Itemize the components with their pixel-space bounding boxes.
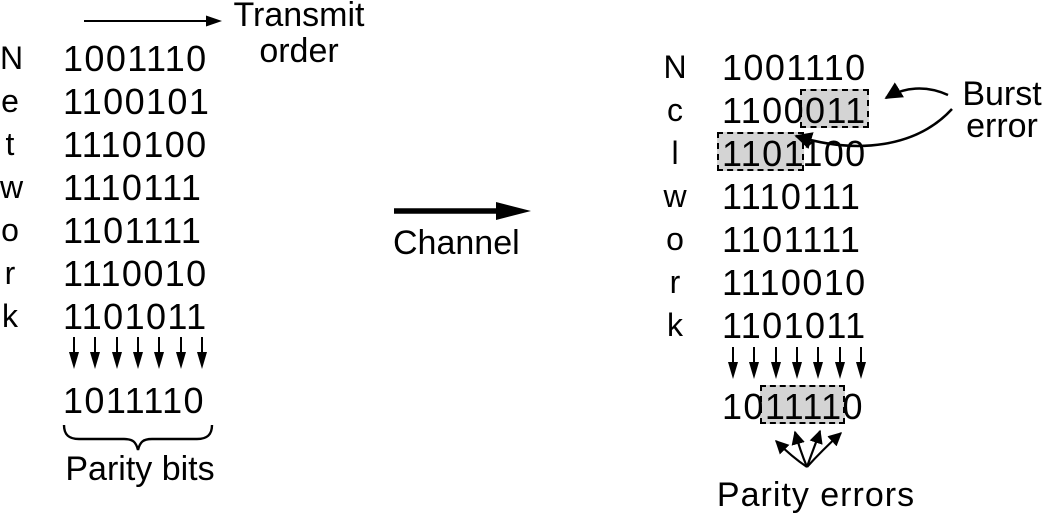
row-letter: r (669, 264, 681, 300)
row-bits: 1100011 (722, 89, 867, 132)
row-bits: 1110111 (722, 175, 861, 218)
parity-errors-label: Parity errors (716, 476, 916, 514)
bits-segment: 100 (802, 133, 867, 174)
channel-label: Channel (393, 224, 520, 262)
row-bits: 1110100 (63, 124, 208, 165)
codeword-row: w 1110111 (0, 166, 210, 209)
codeword-row: t 1110100 (0, 123, 210, 166)
row-bits: 1101100 (722, 132, 867, 175)
codeword-row: w 1110111 (663, 175, 867, 218)
bits-segment: 0 (842, 386, 864, 427)
burst-error-arrow-top-icon (884, 82, 949, 100)
row-letter: o (666, 221, 684, 257)
row-letter: t (5, 126, 15, 162)
codeword-row: r 1110010 (663, 261, 867, 304)
row-letter: N (0, 40, 24, 76)
transmit-order-label-line1: Transmit (233, 0, 365, 34)
row-letter: k (667, 307, 683, 343)
transmit-order-label-line2: order (259, 32, 339, 70)
channel-arrow-icon (394, 202, 531, 220)
codeword-row: k 1101011 (663, 304, 867, 347)
codeword-row: l 1101100 (663, 132, 867, 175)
parity-error-arrow-icon (775, 440, 808, 468)
codeword-row: c 1100011 (663, 89, 867, 132)
codeword-row: o 1101111 (663, 218, 867, 261)
transmit-order-label: Transmit order (224, 0, 374, 69)
parity-bits-row: 1011110 (63, 380, 205, 421)
parity-error-highlight: 1111 (764, 386, 843, 427)
row-bits: 1101111 (722, 218, 861, 261)
received-codeword-block: N 1001110 c 1100011 l 1101100 w 1110111 … (663, 46, 867, 347)
burst-error-highlight: 1101 (722, 133, 803, 174)
down-arrows-icon (728, 347, 866, 379)
bits-segment: 1001110 (722, 47, 867, 88)
codeword-row: e 1100101 (0, 80, 210, 123)
codeword-row: r 1110010 (0, 252, 210, 295)
transmit-order-arrow-icon (84, 15, 222, 27)
codeword-row: N 1001110 (663, 46, 867, 89)
down-arrows-icon (69, 337, 207, 369)
row-letter: w (0, 169, 24, 205)
underbrace-icon (62, 424, 214, 451)
parity-error-arrow-icon (805, 429, 823, 468)
codeword-row: k 1101011 (0, 295, 210, 338)
row-letter: N (663, 49, 687, 85)
codeword-row: N 1001110 (0, 37, 210, 80)
codeword-row: o 1101111 (0, 209, 210, 252)
row-letter: c (667, 92, 683, 128)
bits-segment: 1110010 (722, 262, 867, 303)
row-bits: 1001110 (63, 38, 208, 79)
parity-error-arrow-icon (791, 430, 809, 468)
burst-error-label-line2: error (966, 107, 1038, 145)
row-bits: 1110010 (63, 253, 208, 294)
row-letter: r (4, 255, 16, 291)
transmitted-codeword-block: N 1001110 e 1100101 t 1110100 w 1110111 … (0, 37, 210, 338)
row-bits: 1101011 (722, 304, 867, 347)
bits-segment: 1101111 (722, 219, 862, 260)
row-letter: l (671, 135, 679, 171)
row-letter: e (1, 83, 19, 119)
bits-segment: 1100 (722, 90, 806, 131)
row-bits: 1110010 (722, 261, 867, 304)
row-letter: o (1, 212, 19, 248)
received-parity-row: 1011110 (722, 388, 864, 426)
burst-error-highlight: 011 (805, 90, 867, 131)
row-bits: 1101011 (63, 296, 208, 337)
row-letter: w (663, 178, 687, 214)
row-letter: k (2, 298, 18, 334)
row-bits: 1001110 (722, 46, 867, 89)
burst-error-label: Burst error (950, 75, 1048, 145)
bits-segment: 1110111 (722, 176, 862, 217)
bits-segment: 1101011 (722, 305, 867, 346)
burst-error-label-line1: Burst (962, 75, 1042, 113)
bits-segment: 10 (722, 386, 765, 427)
parity-error-arrow-icon (806, 432, 843, 468)
row-bits: 1110111 (63, 167, 203, 208)
row-bits: 1100101 (63, 81, 211, 122)
row-bits: 1101111 (63, 210, 203, 251)
parity-bits-label: Parity bits (65, 450, 215, 488)
